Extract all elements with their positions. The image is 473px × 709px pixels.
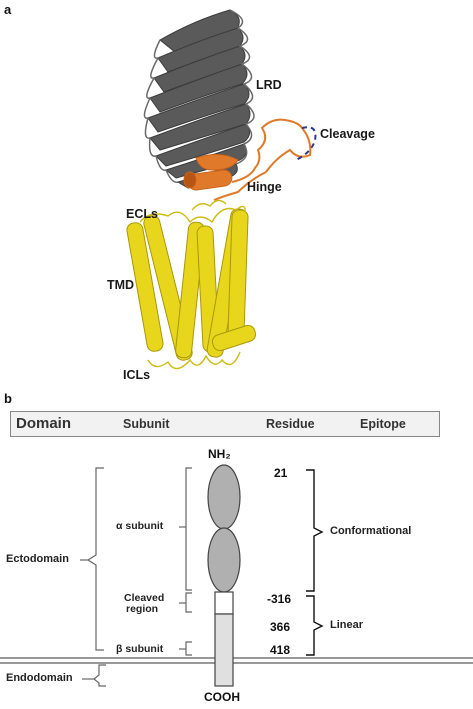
beta-bracket	[185, 641, 192, 656]
cleaved-region-label-2: region	[126, 603, 159, 615]
cleavage-label: Cleavage	[320, 127, 375, 141]
table-header: Domain Subunit Residue Epitope	[10, 411, 440, 437]
n-terminus-label: NH₂	[208, 447, 231, 461]
linear-epitope-label: Linear	[330, 619, 364, 631]
residue-316: -316	[267, 592, 292, 606]
hinge-structure	[183, 154, 239, 191]
ectodomain-label: Ectodomain	[6, 553, 69, 565]
residue-366: 366	[270, 620, 291, 634]
conformational-epitope-label: Conformational	[330, 525, 412, 537]
header-domain: Domain	[16, 415, 72, 432]
header-subunit: Subunit	[123, 417, 170, 431]
cleaved-bracket	[185, 592, 192, 613]
hinge-label: Hinge	[247, 180, 282, 194]
panel-a-label: a	[4, 2, 12, 17]
alpha-oval-bottom	[207, 527, 241, 593]
alpha-subunit-label: α subunit	[116, 520, 164, 532]
lrd-label: LRD	[256, 78, 282, 92]
linear-brace	[306, 595, 324, 656]
conformational-brace	[306, 469, 324, 592]
ectodomain-brace	[86, 467, 104, 651]
endodomain-brace	[93, 664, 106, 687]
c-terminus-label: COOH	[204, 690, 240, 704]
header-residue: Residue	[266, 417, 315, 431]
beta-subunit-bar	[214, 613, 234, 687]
cleaved-region-label-1: Cleaved	[124, 592, 165, 604]
tmd-structure	[126, 208, 257, 361]
tmd-label: TMD	[107, 278, 135, 292]
beta-subunit-label: β subunit	[116, 643, 164, 655]
alpha-oval-top	[207, 464, 241, 530]
alpha-bracket	[185, 467, 192, 591]
header-epitope: Epitope	[360, 417, 406, 431]
icls-label: ICLs	[123, 368, 151, 382]
ecls-label: ECLs	[126, 207, 158, 221]
residue-418: 418	[270, 643, 291, 657]
endodomain-label: Endodomain	[6, 672, 73, 684]
residue-21: 21	[274, 466, 288, 480]
cleaved-region-box	[214, 591, 234, 615]
panel-b-label: b	[4, 391, 12, 406]
